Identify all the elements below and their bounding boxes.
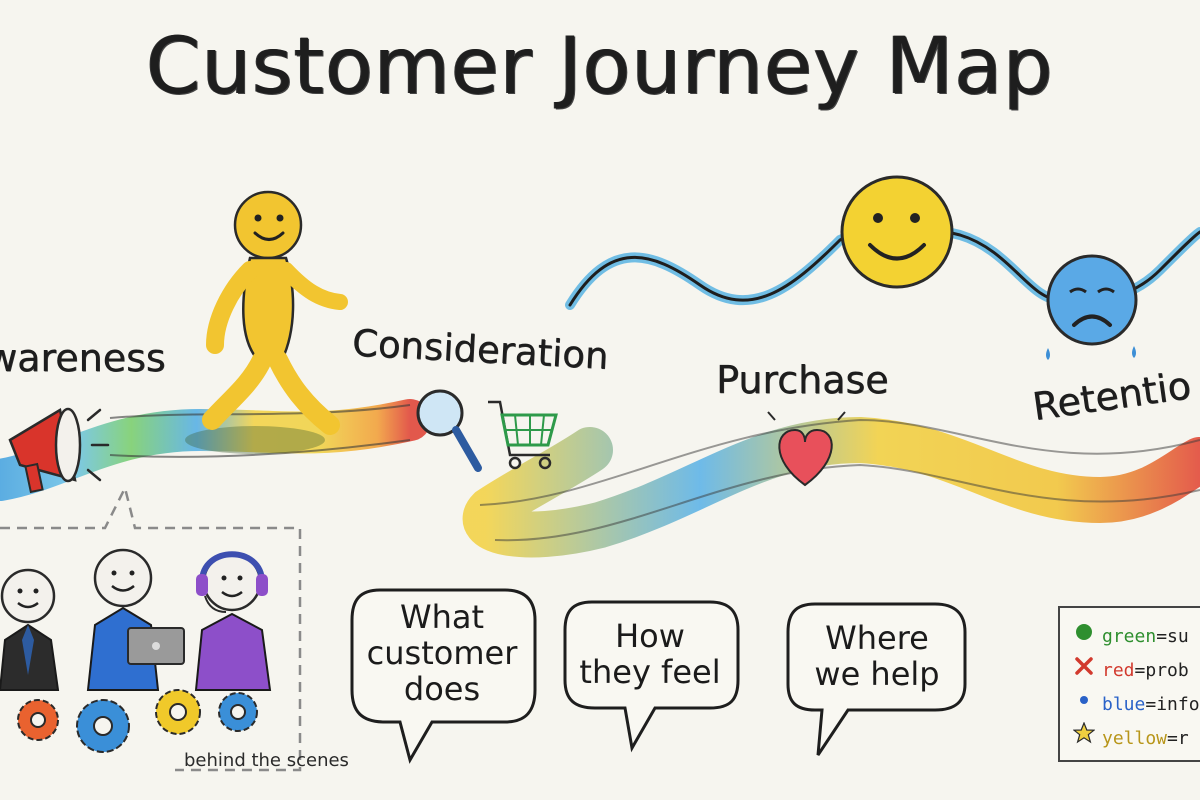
green-dot-icon: [1072, 620, 1096, 654]
behind-the-scenes-label: behind the scenes: [184, 750, 349, 771]
behind-the-scenes-box: [0, 484, 302, 772]
laptop-worker-icon: [86, 548, 185, 691]
shopping-cart-icon: [488, 400, 558, 470]
legend-color-word: green: [1102, 626, 1157, 647]
megaphone-icon: [8, 407, 110, 494]
yellow-star-icon: [1072, 721, 1096, 756]
support-agent-icon: [194, 551, 272, 691]
red-x-icon: [1072, 654, 1096, 688]
magnifier-icon: [416, 389, 482, 472]
gear-icon-yellow: [155, 689, 201, 735]
road-segment-journey: [463, 416, 1200, 558]
legend-meaning: =su: [1156, 626, 1189, 647]
walking-customer-icon: [185, 190, 348, 454]
stage-label-purchase: Purchase: [716, 358, 889, 402]
page-title: Customer Journey Map: [146, 22, 1054, 112]
speech-bubble-2-outline: [563, 600, 740, 753]
legend-row-blue: blue=info: [1072, 688, 1200, 722]
legend-color-word: red: [1102, 660, 1135, 681]
legend-meaning: =prob: [1134, 660, 1189, 681]
gear-icon-blue-small: [218, 692, 258, 732]
color-legend: green=su red=prob blue=info yellow=r: [1058, 606, 1200, 762]
happy-face-icon: [840, 175, 954, 289]
legend-meaning: =r: [1167, 728, 1189, 749]
gear-icon-orange: [17, 699, 59, 741]
legend-color-word: yellow: [1102, 728, 1168, 749]
speech-bubble-1-outline: [350, 588, 537, 764]
stage-label-awareness: wareness: [0, 336, 166, 380]
blue-dot-icon: [1072, 688, 1096, 722]
gear-icon-blue: [76, 699, 130, 753]
businessman-icon: [0, 568, 60, 691]
heart-icon: [767, 411, 846, 487]
legend-row-red: red=prob: [1072, 654, 1200, 688]
legend-meaning: =info: [1145, 694, 1200, 715]
sad-face-icon: [1046, 254, 1138, 360]
legend-row-yellow: yellow=r: [1072, 721, 1200, 756]
speech-bubble-3-outline: [786, 602, 967, 756]
legend-row-green: green=su: [1072, 620, 1200, 654]
legend-color-word: blue: [1102, 694, 1146, 715]
